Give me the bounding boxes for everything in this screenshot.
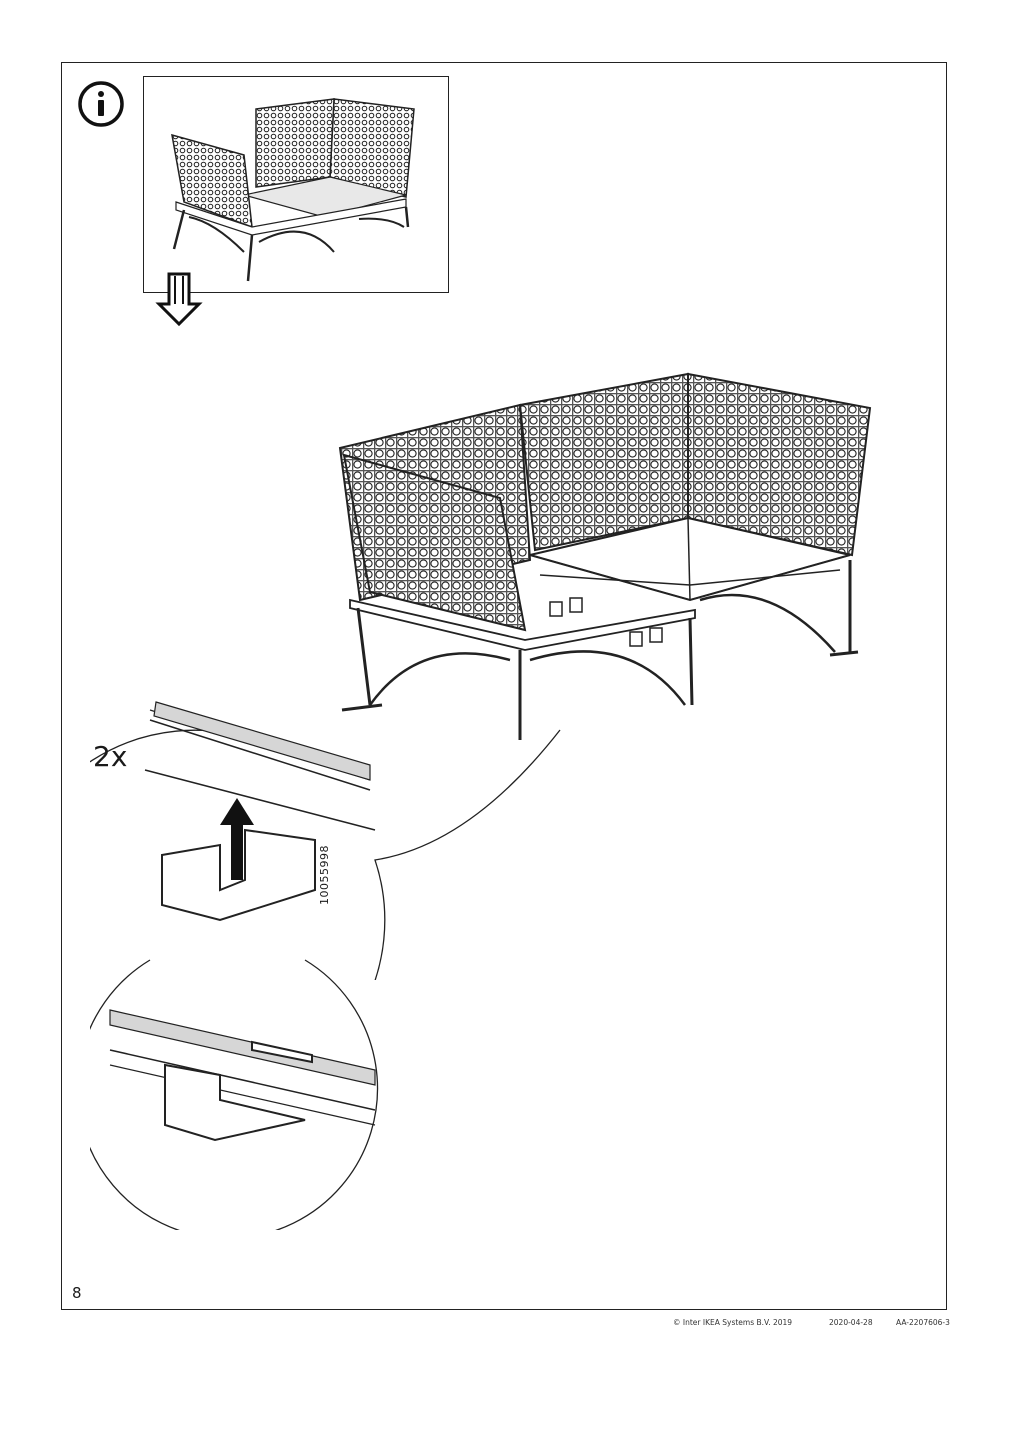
part-number: 10055998 [318,845,331,905]
copyright-text: © Inter IKEA Systems B.V. 2019 [673,1318,793,1327]
instruction-frame [61,62,947,1310]
clip-detail-after [90,959,379,1230]
info-icon [78,81,124,127]
clip-detail-before [90,701,561,980]
document-id: AA-2207606-3 [896,1318,950,1327]
arrow-down-icon [155,272,203,327]
overview-thumbnail [143,76,449,293]
arrow-up-icon [220,798,254,880]
sofa-assembly-illustration [338,372,872,740]
sofa-thumbnail-illustration [171,98,415,282]
date-text: 2020-04-28 [829,1318,873,1327]
page-number: 8 [72,1284,82,1302]
quantity-label: 2x [93,740,128,773]
